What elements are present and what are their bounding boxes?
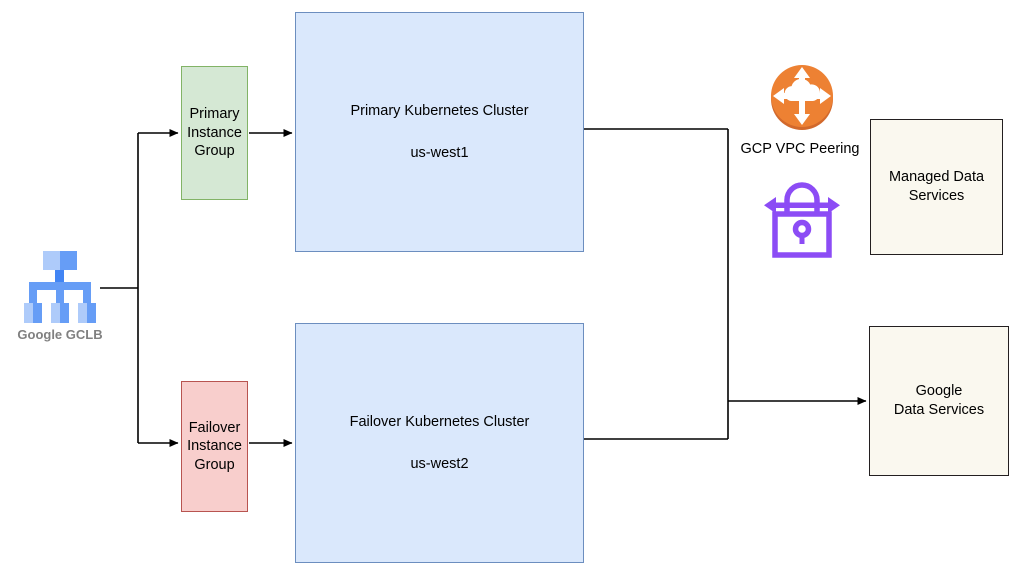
primary-kubernetes-cluster-node[interactable]: Primary Kubernetes Cluster us-west1 <box>295 12 584 252</box>
failover-instance-group-node[interactable]: Failover Instance Group <box>181 381 248 512</box>
failover-kubernetes-cluster-node[interactable]: Failover Kubernetes Cluster us-west2 <box>295 323 584 563</box>
managed-data-services-node[interactable]: Managed Data Services <box>870 119 1003 255</box>
primary-cluster-title: Primary Kubernetes Cluster <box>350 102 529 119</box>
failover-instance-group-label-line1: Failover <box>188 419 241 436</box>
edge-gclb-branch <box>100 133 139 443</box>
google-data-services-node[interactable]: Google Data Services <box>869 326 1009 476</box>
managed-data-services-label-line1: Managed Data <box>888 169 985 186</box>
primary-cluster-region: us-west1 <box>410 144 469 161</box>
failover-instance-group-label-line3: Group <box>194 456 235 473</box>
managed-data-services-label-line2: Services <box>908 188 965 204</box>
edge-clusters-egress <box>584 128 729 440</box>
primary-instance-group-label-line2: Instance <box>187 124 242 141</box>
primary-instance-group-label-line1: Primary <box>189 106 240 123</box>
failover-cluster-title: Failover Kubernetes Cluster <box>349 413 530 430</box>
gclb-label: Google GCLB <box>17 327 103 342</box>
google-data-services-label-line1: Google <box>915 383 963 400</box>
google-cloud-load-balancer-icon <box>24 251 96 323</box>
primary-instance-group-node[interactable]: Primary Instance Group <box>181 66 248 200</box>
vpc-peering-label: GCP VPC Peering <box>740 141 860 157</box>
vpc-peering-router-icon <box>771 65 833 130</box>
padlock-bidirectional-arrow-icon <box>764 182 840 258</box>
failover-instance-group-label-line2: Instance <box>187 438 242 455</box>
primary-instance-group-label-line3: Group <box>194 143 235 160</box>
google-data-services-label-line2: Data Services <box>893 402 985 418</box>
failover-cluster-region: us-west2 <box>410 455 469 472</box>
